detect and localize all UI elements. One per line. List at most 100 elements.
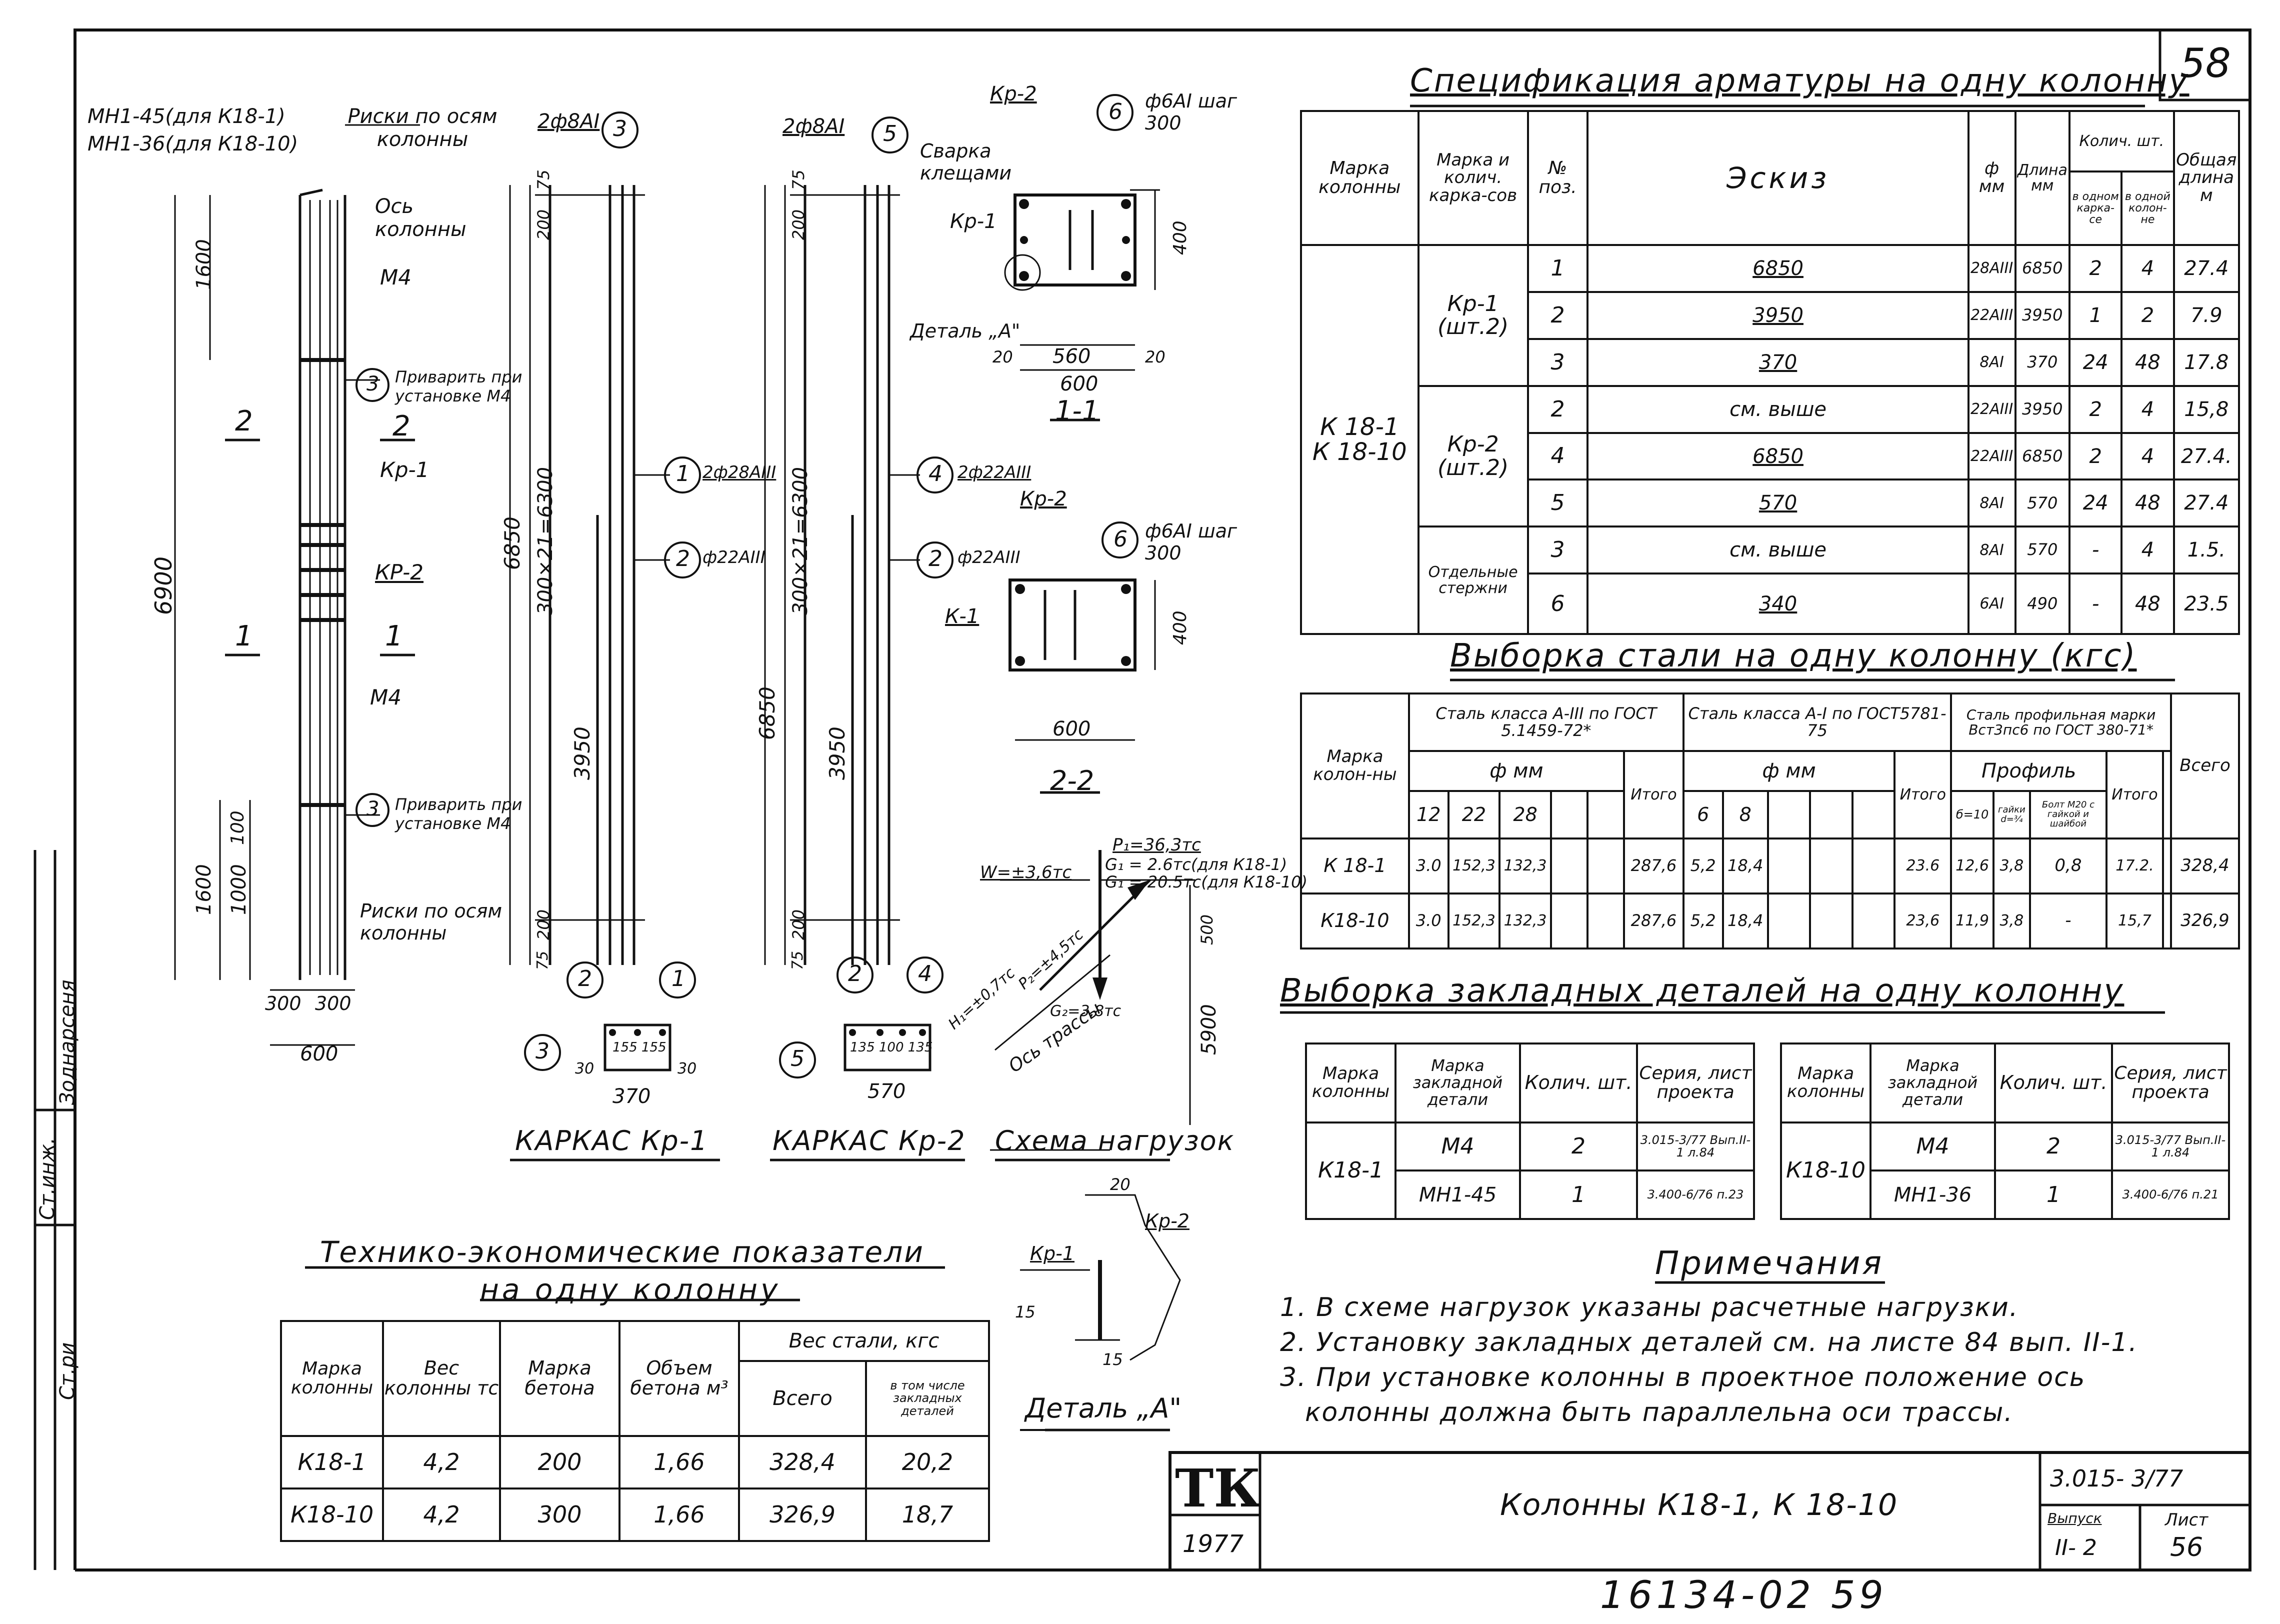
steel-r1-it2: 23.6	[1894, 838, 1952, 894]
stamp-issue-label: Выпуск	[2048, 1510, 2102, 1526]
spec-r5-d: 22АIII	[1967, 432, 2016, 481]
kr1-pos-top: 3	[613, 116, 627, 142]
kr2-dim-6850: 6850	[755, 686, 780, 740]
emb-r-h-emb: Марка закладной детали	[1870, 1042, 1996, 1124]
spec-r3-qc: 48	[2120, 338, 2175, 387]
spec-r5-sketch: 6850	[1586, 432, 1970, 481]
weld-m4-bottom-label: Приварить при установке М4	[395, 795, 522, 833]
emb-l-col: К18-1	[1305, 1121, 1396, 1220]
kr2-dim-6300: 300×21=6300	[789, 466, 812, 615]
steel-r1-28: 132,3	[1498, 838, 1552, 894]
note-1: 1. В схеме нагрузок указаны расчетные на…	[1280, 1292, 2019, 1322]
steel-r1-bolt: 0,8	[2028, 838, 2108, 894]
steel-r1-b10: 12,6	[1950, 838, 1994, 894]
spec-r5-qc: 4	[2120, 432, 2175, 481]
spec-r4-qf: 2	[2068, 384, 2123, 434]
emb-r-h-ser: Серия, лист проекта	[2111, 1042, 2230, 1124]
detail-a-kr1: Кр-1	[1030, 1242, 1074, 1264]
dim-300b: 300	[315, 992, 352, 1014]
tech-r1-weight: 4,2	[382, 1435, 501, 1490]
emb-l-r2-q: 1	[1519, 1170, 1638, 1220]
steel-r2-it3: 15,7	[2105, 892, 2164, 950]
spec-r3-d: 8АI	[1967, 338, 2016, 387]
spec-r6-pos: 5	[1526, 478, 1589, 528]
spec-r7-qf: -	[2068, 526, 2123, 575]
emb-l-h-mark: Марка колонны	[1305, 1042, 1396, 1124]
steel-r2-all: 326,9	[2170, 892, 2240, 950]
spec-table: Марка колонны Марка и колич. карка-сов №…	[1300, 110, 2240, 635]
steel-r1-nut: 3,8	[1992, 838, 2031, 894]
kr2-sec-pos2: 2	[848, 961, 862, 986]
load-dim-500: 500	[1198, 914, 1216, 945]
section-2-left: 2	[235, 405, 253, 438]
s22-title: 2-2	[1050, 765, 1094, 796]
spec-r8-pos: 6	[1526, 572, 1589, 635]
margin-note-3: Ст.ри	[56, 1342, 79, 1400]
spec-h-pos: № поз.	[1526, 110, 1589, 246]
emb-l-h-emb: Марка закладной детали	[1394, 1042, 1521, 1124]
kr2-pos2: 2	[928, 546, 942, 572]
spec-r1-sketch: 6850	[1586, 244, 1970, 294]
tech-table: Марка колонны Вес колонны тс Марка бетон…	[280, 1320, 990, 1542]
dim-1000: 1000	[228, 864, 250, 915]
steel-r1-12: 3.0	[1408, 838, 1450, 894]
spec-r8-qc: 48	[2120, 572, 2175, 635]
kr2-dim-75-bottom: 75	[789, 950, 806, 970]
spec-r7-qc: 4	[2120, 526, 2175, 575]
column-mark-line2: МН1-36(для К18-10)	[88, 132, 298, 156]
steel-r1-all: 328,4	[2170, 838, 2240, 894]
kr2-dim-75-top: 75	[789, 170, 808, 190]
tech-title-2: на одну колонну	[480, 1272, 781, 1306]
tech-h-steel: Вес стали, кгс	[738, 1320, 990, 1362]
spec-r8-qf: -	[2068, 572, 2123, 635]
emb-l-r2-e: МН1-45	[1394, 1170, 1521, 1220]
dim-300a: 300	[265, 992, 302, 1014]
spec-h-qty-col: в одной колон-не	[2120, 170, 2175, 246]
spec-r8-d: 6АI	[1967, 572, 2016, 635]
kr1-top-bar-label: 2ф8АI	[538, 110, 600, 133]
spec-r6-t: 27.4	[2172, 478, 2240, 528]
spec-h-mark: Марка колонны	[1300, 110, 1420, 246]
kr1-sec-width: 370	[612, 1085, 651, 1108]
steel-r2-8: 18,4	[1722, 892, 1769, 950]
kr1-pos2: 2	[676, 546, 690, 572]
steel-h-fmm2: ф мм	[1682, 750, 1896, 792]
spec-r2-l: 3950	[2014, 291, 2071, 340]
notes-title: Примечания	[1655, 1245, 1884, 1282]
axis-label: Ось колонны	[375, 195, 466, 241]
spec-r4-pos: 2	[1526, 384, 1589, 434]
steel-r1-mark: К 18-1	[1300, 838, 1410, 894]
kr1-dim-3950: 3950	[570, 726, 594, 780]
spec-r1-qc: 4	[2120, 244, 2175, 294]
kr2-sec-dims: 135 100 135	[850, 1040, 933, 1055]
kr1-dim-6850: 6850	[500, 516, 524, 570]
tk-logo: ТК	[1175, 1458, 1261, 1519]
spec-r3-sketch: 370	[1586, 338, 1970, 387]
dim-6900: 6900	[150, 556, 177, 615]
load-dim-5900: 5900	[1198, 1004, 1220, 1055]
spec-r7-pos: 3	[1526, 526, 1589, 575]
emb-r-col: К18-10	[1780, 1121, 1872, 1220]
steel-r2-22: 152,3	[1447, 892, 1501, 950]
steel-title: Выборка стали на одну колонну (кгс)	[1450, 638, 2137, 674]
spec-r1-qf: 2	[2068, 244, 2123, 294]
emb-l-r1-e: М4	[1394, 1121, 1521, 1172]
detail-a-kr2: Кр-2	[1145, 1210, 1190, 1232]
s11-weld: Сварка клещами	[920, 140, 1012, 184]
risks-bottom-label: Риски по осям колонны	[360, 900, 502, 944]
spec-r6-qc: 48	[2120, 478, 2175, 528]
kr1-sec-30a: 30	[575, 1060, 594, 1078]
kr2-sec-width: 570	[868, 1080, 906, 1103]
tech-r1-mark: К18-1	[280, 1435, 384, 1490]
tech-h-weight: Вес колонны тс	[382, 1320, 501, 1437]
emb-l-h-qty: Колич. шт.	[1519, 1042, 1638, 1124]
emb-l-r1-q: 2	[1519, 1121, 1638, 1172]
emb-l-h-ser: Серия, лист проекта	[1636, 1042, 1755, 1124]
spec-r4-l: 3950	[2014, 384, 2071, 434]
section-2-right: 2	[392, 410, 410, 442]
note-3: 3. При установке колонны в проектное пол…	[1280, 1362, 2086, 1392]
embedded-table-right: Марка колонны Марка закладной детали Кол…	[1780, 1042, 2230, 1220]
kr2-pos2-bar: ф22АIII	[958, 548, 1020, 568]
load-p1: P₁=36,3тс	[1112, 835, 1201, 855]
